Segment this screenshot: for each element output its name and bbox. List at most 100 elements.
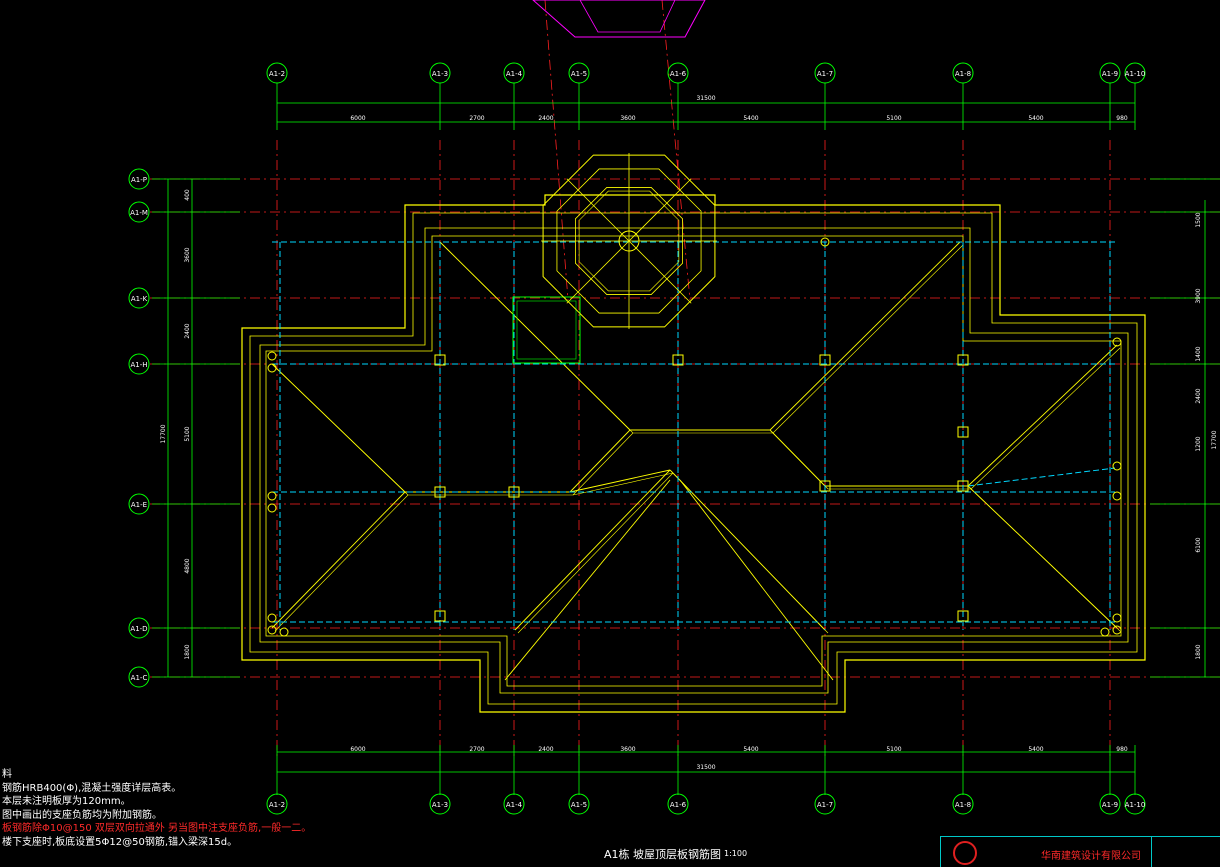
grid-bubble-circle — [429, 793, 451, 815]
hip-line-offset — [572, 472, 674, 496]
column-circle — [1112, 491, 1122, 501]
hip-line — [679, 479, 834, 681]
hip-line — [569, 429, 631, 493]
grid-bubble-label: A1-E — [131, 501, 147, 509]
grid-bubble-label: A1-6 — [670, 70, 687, 78]
drawing-title: A1栋 坡屋顶层板钢筋图 — [604, 848, 722, 861]
column-marker — [672, 354, 684, 366]
roof-opening — [512, 296, 581, 364]
grid-bubble-circle — [667, 793, 689, 815]
grid-bubble-label: A1-2 — [269, 801, 285, 809]
dimension-text-top: 5400 — [1028, 115, 1043, 122]
column-marker — [819, 354, 831, 366]
note-line: 本层未注明板厚为120mm。 — [2, 796, 131, 807]
grid-bubble-circle — [952, 793, 974, 815]
roof-opening-inner — [516, 300, 577, 360]
grid-bubble-label: A1-C — [131, 674, 148, 682]
octagonal-tower — [532, 0, 717, 329]
column-circle — [267, 503, 277, 513]
grid-bubble-circle — [128, 493, 150, 515]
overall-dimension-text-bottom: 31500 — [696, 764, 715, 771]
dimension-text-left: 4800 — [184, 558, 191, 573]
grid-bubble-circle — [429, 62, 451, 84]
grid-bubble-circle — [266, 62, 288, 84]
hip-line — [271, 491, 406, 629]
grid-bubble-label: A1-7 — [817, 801, 833, 809]
grid-bubble-circle — [667, 62, 689, 84]
hip-line-offset — [772, 244, 964, 434]
hip-line-offset — [970, 488, 1121, 632]
grid-bubble-label: A1-P — [131, 176, 147, 184]
overall-dimension-text-top: 31500 — [696, 95, 715, 102]
dimension-text-left: 5100 — [184, 426, 191, 441]
roof-outline — [241, 194, 1146, 713]
grid-bubble-label: A1-9 — [1102, 70, 1118, 78]
roof-eave-inner — [249, 212, 1138, 705]
column-circle — [820, 237, 830, 247]
grid-bubble-label: A1-H — [130, 361, 147, 369]
grid-bubble-circle — [1124, 62, 1146, 84]
dimension-text-bottom: 3600 — [620, 746, 635, 753]
column-circle — [1112, 337, 1122, 347]
dimension-text-bottom: 6000 — [350, 746, 365, 753]
grid-bubble-circle — [1124, 793, 1146, 815]
grid-bubble-label: A1-10 — [1125, 70, 1146, 78]
dimension-text-top: 2700 — [469, 115, 484, 122]
column-circle — [279, 627, 289, 637]
note-line: 钢筋HRB400(Φ),混凝土强度详层高表。 — [2, 782, 182, 794]
tower-rib — [566, 178, 630, 242]
grid-bubble-label: A1-6 — [670, 801, 687, 809]
tower-elevation-inner — [579, 0, 676, 33]
tower-rib — [628, 240, 692, 304]
roof-wall-line — [259, 227, 1129, 694]
dimension-text-bottom: 980 — [1116, 746, 1128, 753]
dimension-text-bottom: 5400 — [1028, 746, 1043, 753]
grid-bubble-label: A1-4 — [506, 801, 523, 809]
hip-line — [504, 479, 671, 681]
hip-line-offset — [442, 244, 634, 434]
hip-line-offset — [274, 494, 409, 632]
title-block: 华南建筑设计有限公司 — [940, 836, 1220, 867]
column-circle — [1112, 613, 1122, 623]
hip-line — [514, 469, 671, 631]
dimension-text-right: 6100 — [1195, 537, 1202, 552]
tower-rib — [566, 240, 630, 304]
dimension-text-bottom: 2700 — [469, 746, 484, 753]
column-circle — [1100, 627, 1110, 637]
grid-bubble-label: A1-4 — [506, 70, 523, 78]
grid-bubble-circle — [503, 793, 525, 815]
beam-lines — [267, 237, 1122, 637]
grid-bubble-circle — [814, 793, 836, 815]
overall-dimension-text-left: 17700 — [160, 424, 167, 443]
hip-line-offset — [572, 432, 634, 496]
dimension-text-left: 2400 — [184, 323, 191, 338]
dimension-text-left: 3600 — [184, 247, 191, 262]
dimension-text-left: 1800 — [184, 644, 191, 659]
company-name: 华南建筑设计有限公司 — [1041, 851, 1141, 862]
overall-dimension-text-right: 17700 — [1211, 430, 1218, 449]
grid-bubble-circle — [128, 201, 150, 223]
column-marker — [508, 486, 520, 498]
column-marker — [434, 486, 446, 498]
note-line: 料 — [2, 769, 12, 780]
column-circle — [267, 625, 277, 635]
grid-bubble-circle — [1099, 793, 1121, 815]
column-circle — [267, 491, 277, 501]
hip-line — [967, 344, 1118, 487]
column-circle — [267, 351, 277, 361]
grid-bubble-label: A1-D — [130, 625, 147, 633]
drawing-scale: 1:100 — [724, 849, 748, 858]
tower-ring — [575, 187, 683, 295]
column-circle — [267, 613, 277, 623]
tower-ring-inner — [578, 190, 680, 292]
dimension-text-top: 5100 — [886, 115, 901, 122]
grid-bubble-circle — [266, 793, 288, 815]
grid-bubble-circle — [128, 666, 150, 688]
column-marker — [957, 426, 969, 438]
axis-lines — [150, 0, 1220, 760]
grid-bubble-circle — [128, 168, 150, 190]
grid-bubble-label: A1-3 — [432, 801, 448, 809]
grid-bubble-label: A1-9 — [1102, 801, 1118, 809]
